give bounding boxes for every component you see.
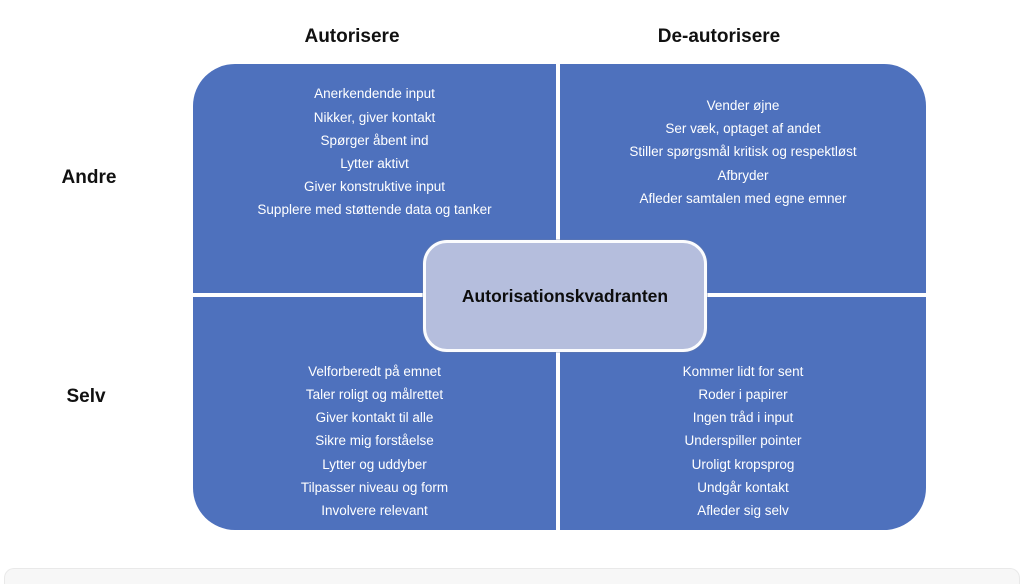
quadrant-item: Kommer lidt for sent [682, 363, 804, 379]
quadrant-item: Stiller spørgsmål kritisk og respektløst [629, 144, 857, 160]
quadrant-item: Nikker, giver kontakt [313, 109, 436, 125]
quadrant-item: Tilpasser niveau og form [300, 479, 449, 495]
column-header-de-autorisere: De-autorisere [657, 26, 781, 47]
quadrant-item: Giver kontakt til alle [315, 410, 434, 426]
quadrant-item: Lytter og uddyber [322, 456, 427, 472]
quadrant-item: Supplere med støttende data og tanker [257, 202, 492, 218]
row-label-andre: Andre [61, 167, 117, 188]
quadrant-item: Underspiller pointer [684, 433, 802, 449]
column-header-autorisere: Autorisere [304, 26, 400, 47]
quadrant-item: Roder i papirer [698, 386, 788, 402]
quadrant-item-list: Velforberedt på emnet Taler roligt og må… [199, 352, 550, 530]
quadrant-item: Sikre mig forståelse [315, 433, 434, 449]
quadrant-item: Velforberedt på emnet [308, 363, 441, 379]
quadrant-item-list: Kommer lidt for sent Roder i papirer Ing… [566, 352, 920, 530]
quadrant-item: Anerkendende input [314, 86, 435, 102]
quadrant-item: Involvere relevant [321, 503, 428, 518]
diagram-title: Autorisationskvadranten [461, 285, 669, 306]
quadrant-item: Ingen tråd i input [692, 410, 794, 426]
quadrant-item: Afleder sig selv [697, 503, 789, 518]
quadrant-item: Taler roligt og målrettet [305, 386, 444, 402]
quadrant-item-list: Vender øjne Ser væk, optaget af andet St… [566, 64, 920, 240]
quadrant-item: Lytter aktivt [340, 156, 409, 171]
quadrant-item: Ser væk, optaget af andet [665, 121, 821, 137]
quadrant-item: Spørger åbent ind [320, 132, 429, 148]
quadrant-andre-autorisere: Anerkendende input Nikker, giver kontakt… [193, 64, 556, 293]
quadrant-item: Giver konstruktive input [303, 179, 446, 195]
quadrant-item: Undgår kontakt [697, 479, 789, 495]
row-label-selv: Selv [66, 386, 106, 407]
bottom-card-edge [4, 568, 1020, 584]
quadrant-item: Uroligt kropsprog [691, 456, 795, 472]
quadrant-item-list: Anerkendende input Nikker, giver kontakt… [199, 64, 550, 240]
quadrant-item: Afbryder [717, 167, 769, 183]
center-title-box: Autorisationskvadranten [423, 240, 707, 352]
quadrant-item: Vender øjne [706, 97, 780, 113]
quadrant-item: Afleder samtalen med egne emner [639, 190, 847, 206]
